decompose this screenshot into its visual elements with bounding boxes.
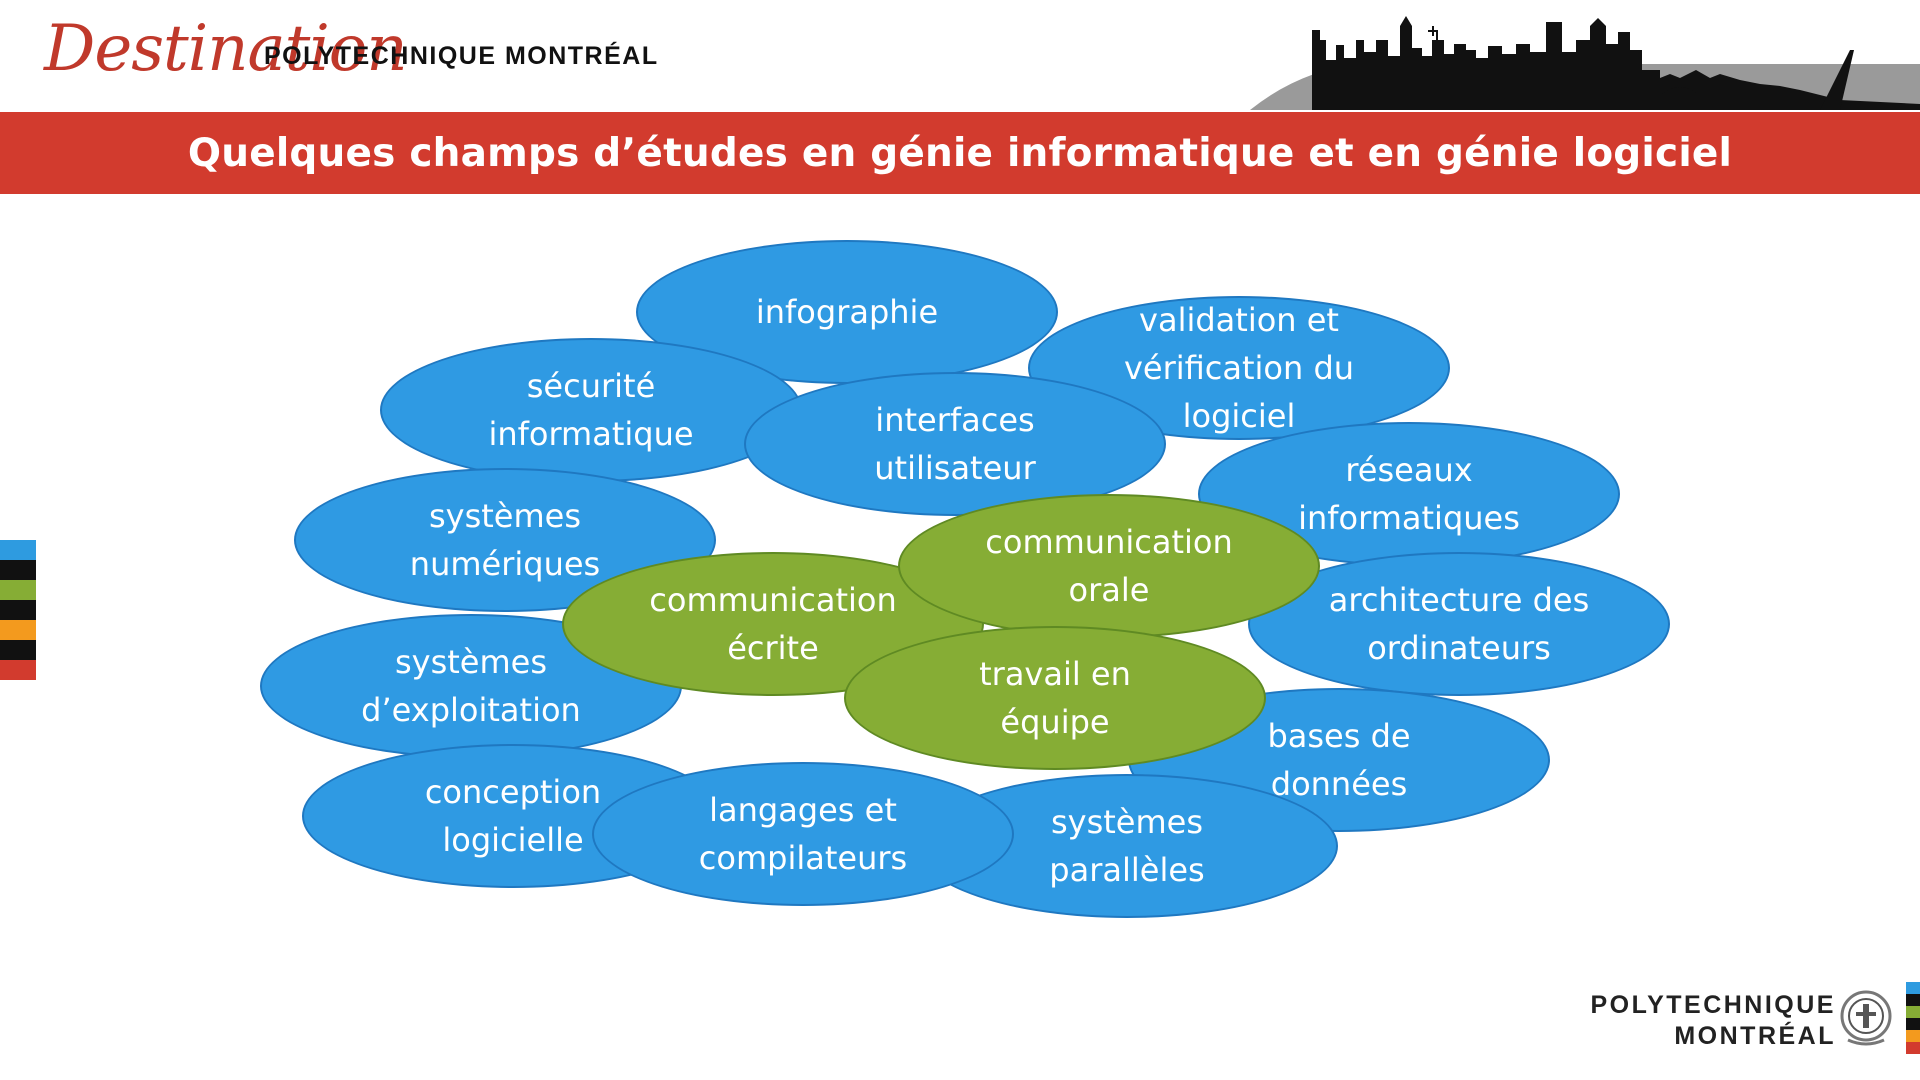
destination-logo: Destination [44, 12, 408, 86]
title-band: Quelques champs d’études en génie inform… [0, 112, 1920, 194]
montreal-skyline-icon [1250, 16, 1920, 110]
footer-color-stripes [1906, 982, 1920, 1054]
topic-bubble-communication-orale: communication orale [898, 494, 1320, 638]
topic-bubble-reseaux: réseaux informatiques [1198, 422, 1620, 566]
polytechnique-seal-icon [1840, 990, 1892, 1046]
polytechnique-wordmark: POLYTECHNIQUE MONTRÉAL [264, 42, 659, 70]
topic-bubble-securite: sécurité informatique [380, 338, 802, 482]
footer-logo-text: POLYTECHNIQUE MONTRÉAL [1590, 990, 1836, 1052]
side-color-stripes [0, 540, 36, 684]
slide-title: Quelques champs d’études en génie inform… [187, 130, 1733, 176]
topic-bubble-architecture: architecture des ordinateurs [1248, 552, 1670, 696]
topic-bubble-travail-equipe: travail en équipe [844, 626, 1266, 770]
header: Destination POLYTECHNIQUE MONTRÉAL [0, 0, 1920, 110]
footer-line-1: POLYTECHNIQUE [1590, 991, 1836, 1019]
topic-bubble-interfaces: interfaces utilisateur [744, 372, 1166, 516]
footer-line-2: MONTRÉAL [1674, 1022, 1836, 1050]
topic-bubble-langages: langages et compilateurs [592, 762, 1014, 906]
